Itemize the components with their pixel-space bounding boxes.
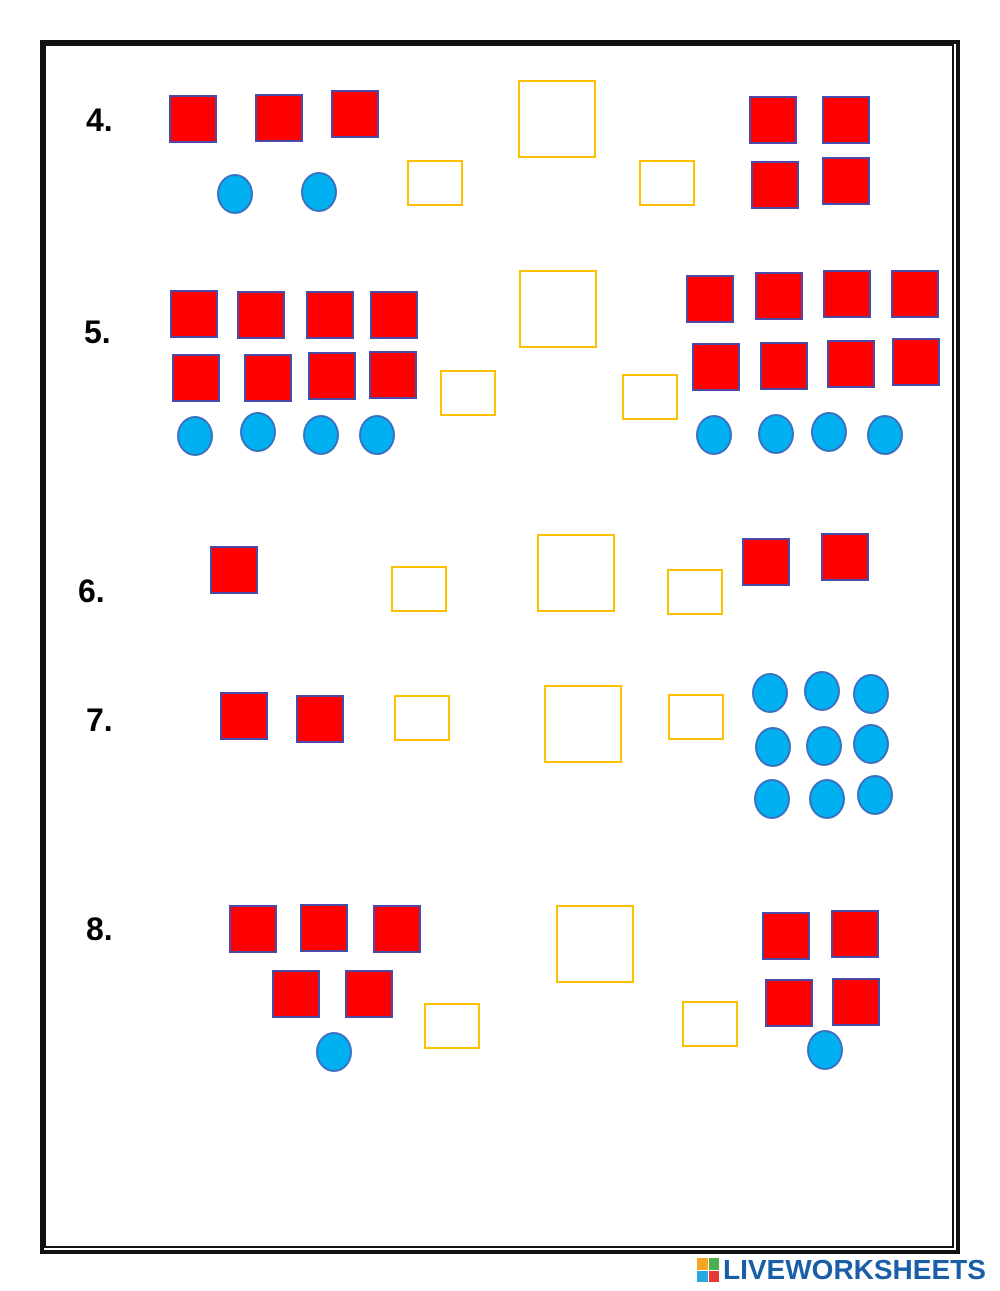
red-square: [300, 904, 348, 952]
red-square: [210, 546, 258, 594]
red-square: [762, 912, 810, 960]
red-square: [760, 342, 808, 390]
red-square: [823, 270, 871, 318]
blue-circle: [758, 414, 794, 454]
answer-box-left[interactable]: [391, 566, 447, 612]
red-square: [255, 94, 303, 142]
red-square: [822, 157, 870, 205]
red-square: [308, 352, 356, 400]
liveworksheets-logo-icon: [697, 1258, 719, 1282]
answer-box-comparison[interactable]: [537, 534, 615, 612]
red-square: [170, 290, 218, 338]
answer-box-left[interactable]: [394, 695, 450, 741]
red-square: [370, 291, 418, 339]
problem-number-4: 4.: [86, 102, 113, 138]
red-square: [345, 970, 393, 1018]
red-square: [373, 905, 421, 953]
red-square: [272, 970, 320, 1018]
blue-circle: [867, 415, 903, 455]
red-square: [827, 340, 875, 388]
worksheet-outer-frame: [40, 40, 960, 1254]
blue-circle: [804, 671, 840, 711]
problem-number-8: 8.: [86, 911, 113, 947]
answer-box-left[interactable]: [440, 370, 496, 416]
problem-number-6: 6.: [78, 573, 105, 609]
red-square: [331, 90, 379, 138]
red-square: [237, 291, 285, 339]
blue-circle: [811, 412, 847, 452]
worksheet-inner-frame: [44, 44, 954, 1248]
blue-circle: [217, 174, 253, 214]
answer-box-comparison[interactable]: [519, 270, 597, 348]
red-square: [229, 905, 277, 953]
blue-circle: [177, 416, 213, 456]
blue-circle: [240, 412, 276, 452]
answer-box-right[interactable]: [639, 160, 695, 206]
problem-number-5: 5.: [84, 314, 111, 350]
answer-box-comparison[interactable]: [518, 80, 596, 158]
red-square: [749, 96, 797, 144]
blue-circle: [853, 724, 889, 764]
red-square: [822, 96, 870, 144]
red-square: [892, 338, 940, 386]
blue-circle: [806, 726, 842, 766]
answer-box-right[interactable]: [668, 694, 724, 740]
answer-box-left[interactable]: [407, 160, 463, 206]
blue-circle: [696, 415, 732, 455]
red-square: [832, 978, 880, 1026]
blue-circle: [752, 673, 788, 713]
red-square: [244, 354, 292, 402]
red-square: [369, 351, 417, 399]
red-square: [755, 272, 803, 320]
red-square: [220, 692, 268, 740]
brand-name: LIVEWORKSHEETS: [723, 1254, 986, 1285]
blue-circle: [754, 779, 790, 819]
answer-box-comparison[interactable]: [544, 685, 622, 763]
red-square: [765, 979, 813, 1027]
red-square: [751, 161, 799, 209]
red-square: [306, 291, 354, 339]
blue-circle: [359, 415, 395, 455]
red-square: [692, 343, 740, 391]
answer-box-left[interactable]: [424, 1003, 480, 1049]
red-square: [742, 538, 790, 586]
red-square: [686, 275, 734, 323]
liveworksheets-brand[interactable]: LIVEWORKSHEETS: [697, 1254, 986, 1285]
blue-circle: [316, 1032, 352, 1072]
blue-circle: [809, 779, 845, 819]
blue-circle: [853, 674, 889, 714]
red-square: [296, 695, 344, 743]
answer-box-right[interactable]: [682, 1001, 738, 1047]
blue-circle: [857, 775, 893, 815]
problem-number-7: 7.: [86, 702, 113, 738]
answer-box-right[interactable]: [667, 569, 723, 615]
red-square: [831, 910, 879, 958]
red-square: [169, 95, 217, 143]
blue-circle: [755, 727, 791, 767]
red-square: [172, 354, 220, 402]
red-square: [891, 270, 939, 318]
answer-box-right[interactable]: [622, 374, 678, 420]
blue-circle: [303, 415, 339, 455]
answer-box-comparison[interactable]: [556, 905, 634, 983]
red-square: [821, 533, 869, 581]
blue-circle: [301, 172, 337, 212]
blue-circle: [807, 1030, 843, 1070]
